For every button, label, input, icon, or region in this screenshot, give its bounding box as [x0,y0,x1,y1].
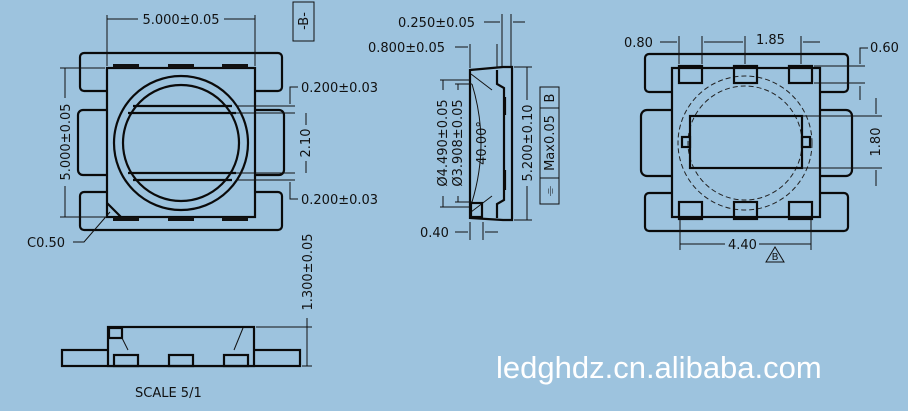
bottom-offset-dim: 0.40 [420,226,449,241]
pad-span-dim: 4.40 [728,238,757,253]
lens-offset-dim: 0.800±0.05 [368,41,445,56]
lens-outer-ring [112,74,250,212]
body [105,66,257,219]
pad-height-dim: 0.60 [870,41,899,56]
watermark: ledghdz.cn.alibaba.com [496,350,822,385]
outer-diameter-dim: Ø4.490±0.05 [436,99,451,186]
width-dim: 5.000±0.05 [142,13,219,28]
profile-height-dim: 1.300±0.05 [301,233,316,310]
svg-text:Max0.05: Max0.05 [543,115,558,171]
center-dim: 2.10 [299,129,314,158]
gap-top-dim: 0.200±0.03 [301,81,378,96]
top-offset-dim: 0.250±0.05 [398,16,475,31]
height-dim: 5.000±0.05 [59,103,74,180]
center-pad-height-dim: 1.80 [869,128,884,157]
scale-label: SCALE 5/1 [135,386,202,401]
svg-text:B: B [543,94,558,103]
datum-box [292,1,315,42]
lens-inner-ring [121,83,241,203]
profile-view: 1.300±0.05 SCALE 5/1 [60,233,316,401]
tolerance-frame: B Max0.05 ⌯ [539,86,560,205]
datum-mark: B [772,252,779,263]
profile-body [106,325,256,368]
gap-bottom-dim: 0.200±0.03 [301,193,378,208]
datum-label: -B- [297,12,312,30]
pad-pitch-dim: 1.85 [756,33,785,48]
svg-text:⌯: ⌯ [543,185,558,196]
side-view: 0.250±0.05 0.800±0.05 Ø4.490±0.05 Ø3.908… [368,14,560,241]
front-view: 5.000±0.05 5.000±0.05 -B- 0.200±0.03 2.1… [27,1,378,251]
pad-width-dim: 0.80 [624,36,653,51]
side-height-dim: 5.200±0.10 [521,104,536,181]
angle-dim: 40.00° [475,121,490,165]
chamfer-dim: C0.50 [27,236,65,251]
inner-diameter-dim: Ø3.908±0.05 [451,99,466,186]
bottom-view: 0.80 1.85 0.60 1.80 4.40 B [624,33,899,263]
bottom-body [670,66,822,219]
